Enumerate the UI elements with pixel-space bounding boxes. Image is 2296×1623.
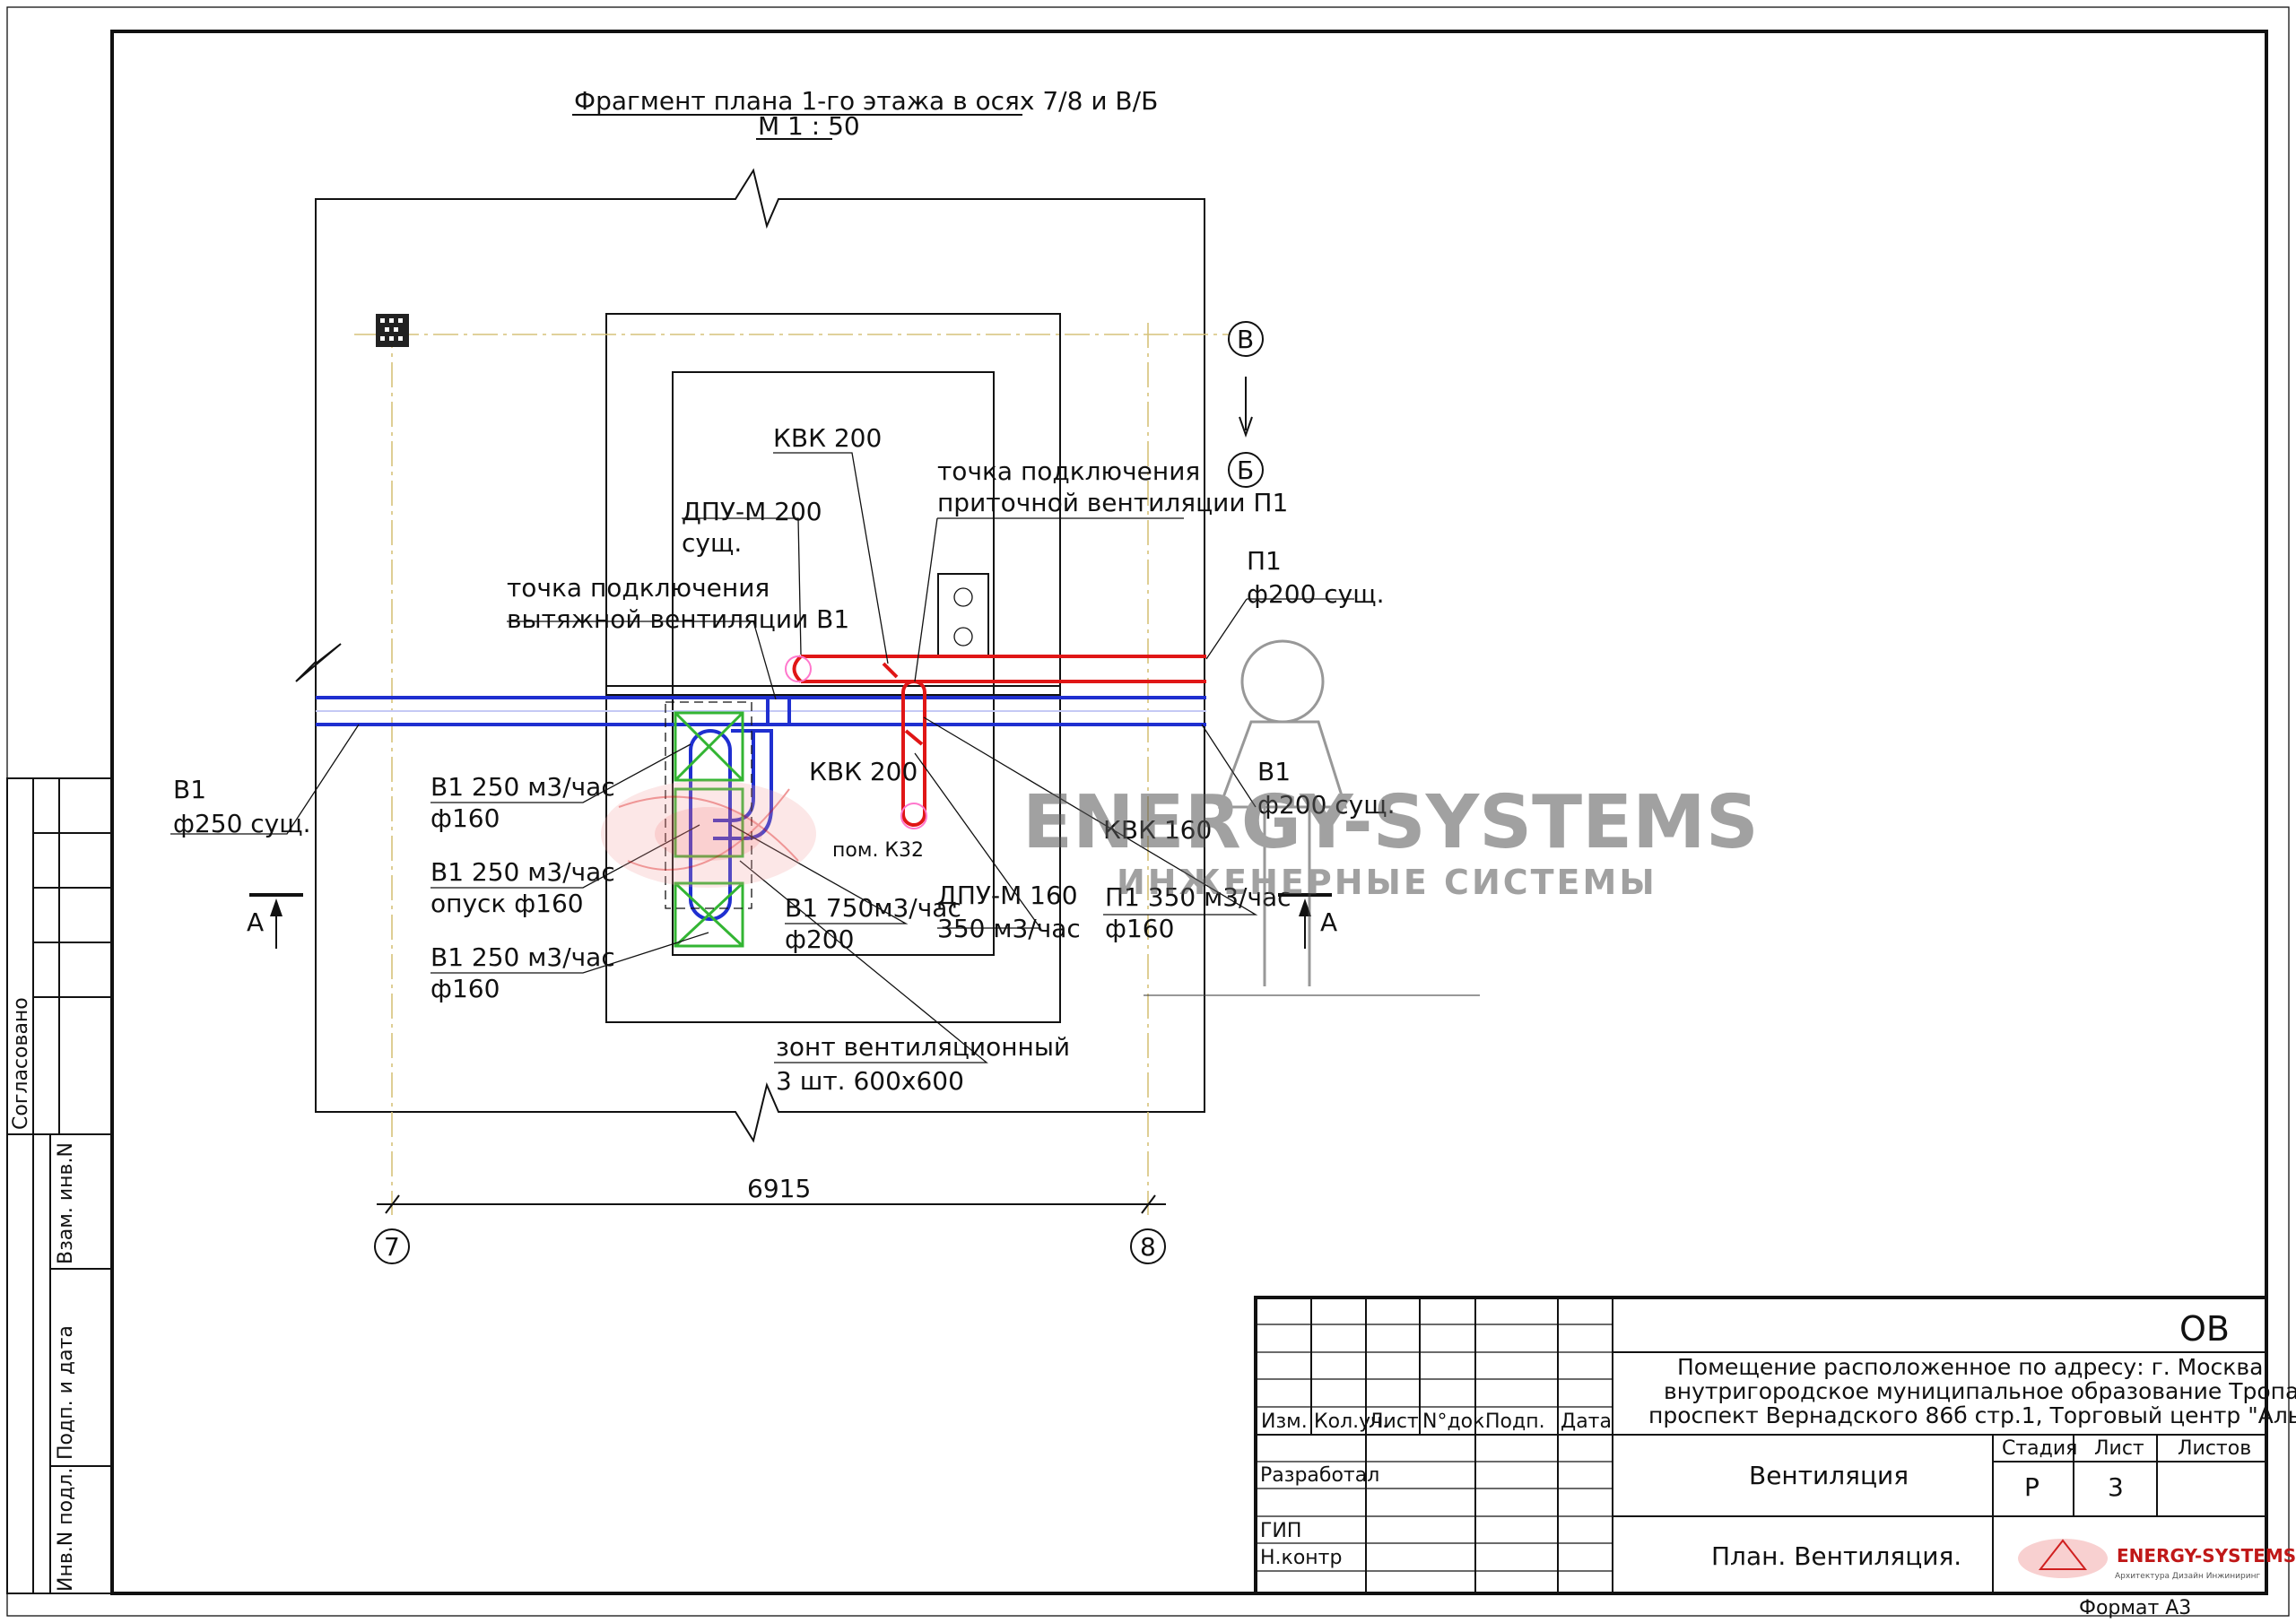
axis-label-b: Б xyxy=(1237,456,1254,485)
sink-unit xyxy=(937,573,989,657)
watermark-subtitle: ИНЖЕНЕРНЫЕ СИСТЕМЫ xyxy=(1117,863,1657,902)
watermark-brand: ENERGY-SYSTEMS xyxy=(1022,780,1759,865)
title-block: ОВ Помещение расположенное по адресу: г.… xyxy=(1254,1296,2296,1595)
axis-label-8: 8 xyxy=(1140,1232,1156,1262)
label-b1-250b-diam: опуск ф160 xyxy=(430,889,584,918)
side-label-sign-date: Подп. и дата xyxy=(55,1325,77,1460)
axis-bubble-b xyxy=(1228,452,1264,488)
tb-col-podp: Подп. xyxy=(1485,1410,1545,1433)
tb-format: Формат А3 xyxy=(2079,1597,2191,1619)
label-kvk200-mid: КВК 200 xyxy=(809,757,918,786)
svg-text:А: А xyxy=(1320,907,1337,937)
svg-text:А: А xyxy=(247,907,264,937)
side-stamp: Согласовано Взам. инв.N Подп. и дата Инв… xyxy=(6,777,113,1594)
tb-address-1: Помещение расположенное по адресу: г. Мо… xyxy=(1677,1354,2270,1380)
tb-code: ОВ xyxy=(2179,1309,2230,1349)
label-supply-point-2: приточной вентиляции П1 xyxy=(937,488,1288,517)
watermark-figure-icon xyxy=(1240,639,1325,724)
plan-outline xyxy=(295,168,1205,1143)
label-b1-right: В1 xyxy=(1257,757,1291,786)
label-b1-750: В1 750м3/час xyxy=(785,893,961,923)
label-kvk160: КВК 160 xyxy=(1103,815,1212,845)
label-p1-350-diam: ф160 xyxy=(1105,914,1174,943)
label-supply-point-1: точка подключения xyxy=(937,456,1200,486)
tb-role-gip: ГИП xyxy=(1260,1520,1301,1542)
label-p1-350: П1 350 м3/час xyxy=(1105,882,1292,912)
tb-stage-header: Стадия xyxy=(2002,1437,2077,1460)
label-p1-diam: ф200 сущ. xyxy=(1247,579,1385,609)
axis-bubble-7 xyxy=(374,1228,410,1264)
tb-stage: Р xyxy=(2024,1472,2039,1502)
side-label-inv-replace: Взам. инв.N xyxy=(55,1142,77,1264)
supply-duct-p1 xyxy=(785,655,1206,829)
tb-col-koluch: Кол.уч. xyxy=(1314,1410,1388,1433)
label-b1-250c: В1 250 м3/час xyxy=(430,942,615,972)
label-b1-250a: В1 250 м3/час xyxy=(430,772,615,802)
label-b1-left: В1 xyxy=(173,775,206,804)
tb-sheet-header: Лист xyxy=(2094,1437,2144,1460)
label-b1-left-diam: ф250 сущ. xyxy=(173,809,311,838)
label-dpu-m200-1: ДПУ-М 200 xyxy=(682,497,822,526)
watermark: ENERGY-SYSTEMS ИНЖЕНЕРНЫЕ СИСТЕМЫ xyxy=(1022,639,1759,996)
label-b1-750-diam: ф200 xyxy=(785,924,854,954)
label-b1-250c-diam: ф160 xyxy=(430,974,500,1003)
label-exhaust-point-1: точка подключения xyxy=(507,573,770,603)
drawing-title: Фрагмент плана 1-го этажа в осях 7/8 и В… xyxy=(574,86,1158,116)
leader-lines xyxy=(170,452,1354,1063)
section-mark-left: А xyxy=(247,893,303,949)
label-dpu-m160-flow: 350 м3/час xyxy=(937,914,1081,943)
drawing-scale: М 1 : 50 xyxy=(758,111,860,141)
tb-address-2: внутригородское муниципальное образовани… xyxy=(1664,1378,2296,1404)
tb-col-data: Дата xyxy=(1561,1410,1612,1433)
tb-logo-tag: Архитектура Дизайн Инжиниринг xyxy=(2115,1572,2260,1581)
tb-subject: Вентиляция xyxy=(1749,1461,1909,1490)
tb-col-izm: Изм. xyxy=(1261,1410,1308,1433)
label-room: пом. К32 xyxy=(832,839,924,862)
label-b1-250b: В1 250 м3/час xyxy=(430,857,615,887)
label-exhaust-point-2: вытяжной вентиляции В1 xyxy=(507,604,849,634)
tb-role-dev: Разработал xyxy=(1260,1464,1379,1487)
tb-logo-icon xyxy=(2038,1539,2088,1570)
watermark-glow xyxy=(601,780,816,888)
tb-logo-brand: ENERGY-SYSTEMS xyxy=(2117,1545,2296,1567)
tb-col-ndok: N°док. xyxy=(1422,1410,1491,1433)
axis-label-7: 7 xyxy=(384,1232,400,1262)
tb-sheet: 3 xyxy=(2108,1472,2124,1502)
dimension-value: 6915 xyxy=(747,1174,811,1203)
tb-address-3: проспект Вернадского 86б стр.1, Торговый… xyxy=(1648,1402,2296,1428)
label-p1: П1 xyxy=(1247,546,1282,576)
ventilation-hoods xyxy=(665,701,752,948)
side-label-agreed: Согласовано xyxy=(10,997,32,1130)
label-dpu-m160: ДПУ-М 160 xyxy=(937,881,1078,910)
label-hood-1: зонт вентиляционный xyxy=(776,1032,1070,1062)
tb-col-list: Лист xyxy=(1369,1410,1419,1433)
tb-sheet-title: План. Вентиляция. xyxy=(1711,1541,1961,1571)
label-kvk200-top: КВК 200 xyxy=(773,423,882,453)
tb-role-nkontr: Н.контр xyxy=(1260,1547,1342,1569)
label-b1-250a-diam: ф160 xyxy=(430,803,500,833)
label-hood-2: 3 шт. 600х600 xyxy=(776,1066,964,1096)
side-label-inv-orig: Инв.N подл. xyxy=(55,1468,77,1592)
axis-bubble-v xyxy=(1228,321,1264,357)
label-dpu-m200-2: сущ. xyxy=(682,528,742,558)
tb-logo: ENERGY-SYSTEMS Архитектура Дизайн Инжини… xyxy=(2018,1539,2296,1581)
axis-bubble-8 xyxy=(1130,1228,1166,1264)
exhaust-duct-b1 xyxy=(316,696,1206,921)
tb-sheets-header: Листов xyxy=(2178,1437,2251,1460)
label-b1-right-diam: ф200 сущ. xyxy=(1257,790,1396,820)
room-inner xyxy=(672,371,995,956)
axis-label-v: В xyxy=(1237,325,1254,354)
room-outer xyxy=(605,313,1061,1023)
